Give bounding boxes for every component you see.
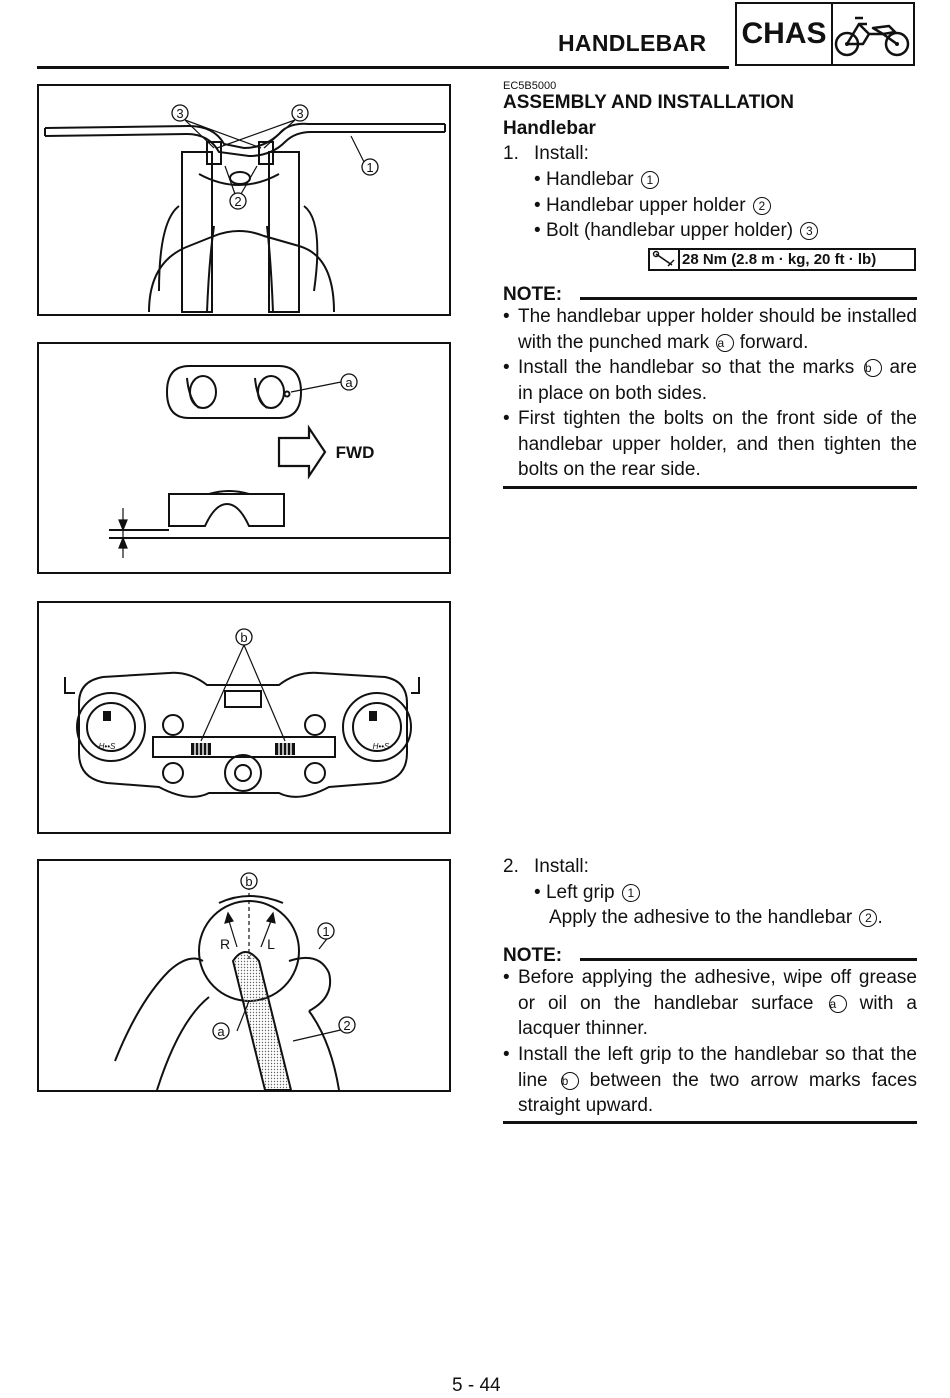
callout-1: 1 xyxy=(322,924,329,939)
callout-3-left: 3 xyxy=(176,106,183,121)
torque-value: 28 Nm (2.8 m · kg, 20 ft · lb) xyxy=(682,251,877,268)
note1-rule xyxy=(580,297,917,300)
note2-end-rule xyxy=(503,1121,917,1124)
holder-illustration: a FWD xyxy=(109,365,449,558)
note1-bullet-3: • First tighten the bolts on the front s… xyxy=(503,408,917,481)
step1-item-upper-holder: • Handlebar upper holder 2 xyxy=(534,193,771,219)
step1-label: Install: xyxy=(534,143,589,164)
callout-b: b xyxy=(240,630,247,645)
doc-code: EC5B5000 xyxy=(503,80,557,92)
figure-left-grip: b 1 a 2 R L xyxy=(37,859,451,1092)
step1-number: 1. xyxy=(503,143,519,164)
callout-2: 2 xyxy=(343,1018,350,1033)
handlebar-illustration: 3 3 1 2 xyxy=(44,104,446,313)
section-tab: CHAS xyxy=(735,2,915,66)
note1-bullet-1: • The handlebar upper holder should be i… xyxy=(503,306,917,353)
figure-handlebar-marks: b H••S H••S xyxy=(37,601,451,834)
note1-end-rule xyxy=(503,486,917,489)
step1-item-bolt: • Bolt (handlebar upper holder) 3 xyxy=(534,218,819,244)
callout-3-right: 3 xyxy=(296,106,303,121)
note1-bullet-2: • Install the handlebar so that the mark… xyxy=(503,357,917,404)
torque-wrench-icon xyxy=(650,250,680,269)
arrow-mark-r: R xyxy=(220,936,230,952)
step2-instruction: Apply the adhesive to the handlebar 2. xyxy=(549,907,883,928)
callout-1: 1 xyxy=(366,160,373,175)
step1-item-handlebar: • Handlebar 1 xyxy=(534,167,659,193)
note2-label: NOTE: xyxy=(503,945,563,966)
note2-bullet-2: • Install the left grip to the handlebar… xyxy=(503,1044,918,1117)
callout-b: b xyxy=(245,874,252,889)
hs-mark-right: H••S xyxy=(373,742,390,751)
page-title: HANDLEBAR xyxy=(558,30,707,56)
figure-upper-holder-punch-mark: a FWD xyxy=(37,342,451,574)
callout-2: 2 xyxy=(234,194,241,209)
header-rule xyxy=(37,66,729,69)
callout-a: a xyxy=(217,1024,225,1039)
step2-item-left-grip: • Left grip 1 xyxy=(534,880,640,906)
subsection-title: Handlebar xyxy=(503,118,596,139)
torque-spec: 28 Nm (2.8 m · kg, 20 ft · lb) xyxy=(648,248,916,271)
step2-number: 2. xyxy=(503,856,519,877)
arrow-mark-l: L xyxy=(267,936,275,952)
grip-illustration: b 1 a 2 R L xyxy=(114,872,356,1090)
upper-bracket-illustration: b H••S H••S xyxy=(64,628,420,798)
fwd-label: FWD xyxy=(336,443,375,462)
motorcycle-icon xyxy=(834,16,910,57)
section-title: ASSEMBLY AND INSTALLATION xyxy=(503,92,794,113)
hs-mark-left: H••S xyxy=(99,742,116,751)
figure-handlebar-installation: 3 3 1 2 xyxy=(37,84,451,316)
note1-label: NOTE: xyxy=(503,284,563,305)
note2-bullet-1: • Before applying the adhesive, wipe off… xyxy=(503,967,917,1040)
page-number: 5 - 44 xyxy=(452,1375,501,1396)
section-label: CHAS xyxy=(737,4,833,64)
step2-label: Install: xyxy=(534,856,589,877)
callout-a: a xyxy=(345,375,353,390)
note2-rule xyxy=(580,958,917,961)
